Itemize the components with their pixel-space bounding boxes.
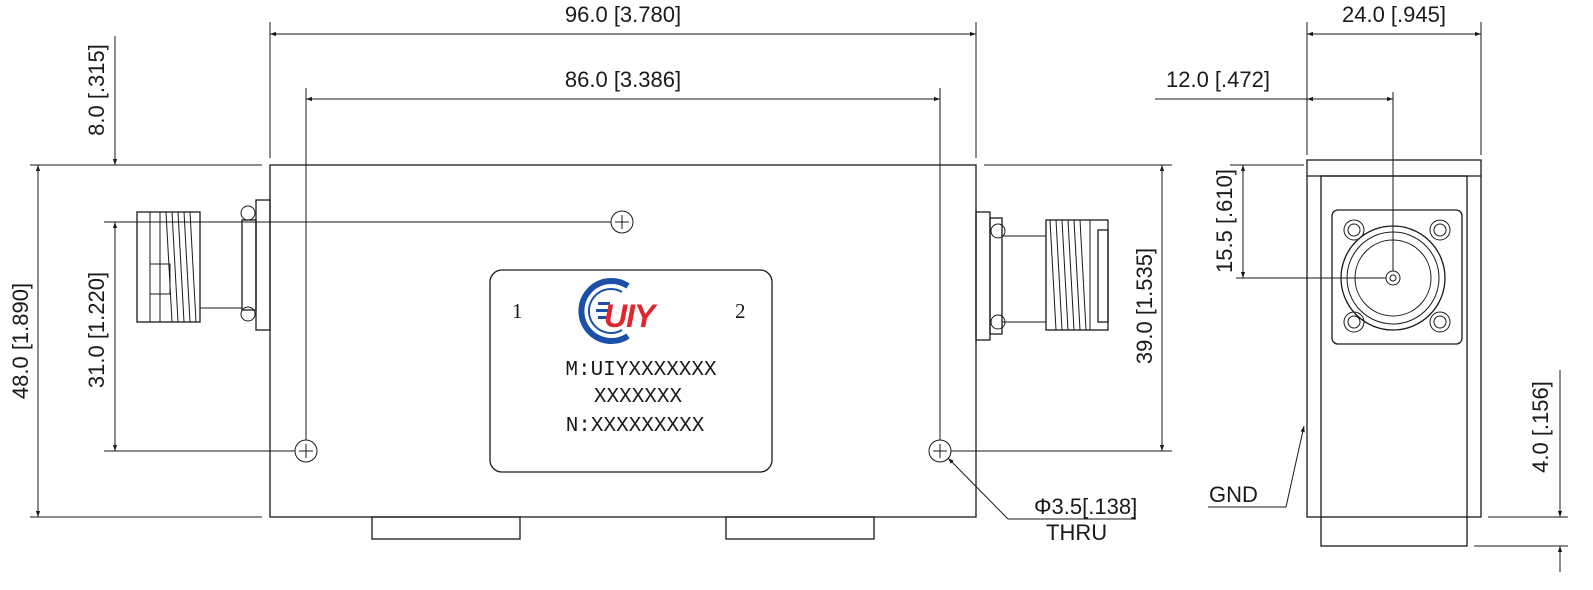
hole-bottom-right (928, 439, 952, 463)
hole-leader (947, 457, 1009, 520)
dim-gnd-height: 4.0 [.156] (1528, 381, 1553, 473)
port-1-label: 1 (512, 299, 523, 323)
side-base (1320, 175, 1468, 547)
port-2-label: 2 (735, 299, 746, 323)
gnd-label: GND (1209, 482, 1258, 507)
model-line: M:UIYXXXXXXX (565, 359, 717, 382)
gnd-leader (1285, 425, 1305, 508)
right-connector (975, 211, 1109, 341)
plate-line-2: XXXXXXX (594, 386, 683, 409)
hole-diameter-callout: Φ3.5[.138] (1034, 494, 1137, 519)
foot-left (371, 516, 521, 540)
dim-side-port-height: 15.5 [.610] (1212, 169, 1237, 273)
dim-port-to-hole: 31.0 [1.220] (84, 272, 109, 388)
side-view: 24.0 [.945] 12.0 [.472] 15.5 [.610] 4.0 … (1155, 2, 1568, 572)
left-connector (136, 199, 271, 331)
side-extension-lines (1230, 22, 1568, 547)
dim-top-offset: 8.0 [.315] (84, 44, 109, 136)
dim-side-width: 24.0 [.945] (1342, 2, 1446, 27)
side-connector (1331, 209, 1463, 345)
dim-overall-length: 96.0 [3.780] (565, 2, 681, 27)
foot-right (725, 516, 875, 540)
extension-lines (30, 22, 1172, 518)
serial-line: N:XXXXXXXXX (566, 415, 705, 438)
logo-text: UIY (604, 298, 658, 334)
body-outline (269, 164, 977, 518)
hole-bottom-left (294, 439, 318, 463)
hole-type-callout: THRU (1046, 520, 1107, 545)
hole-top (610, 210, 634, 234)
side-body (1306, 159, 1482, 518)
dim-side-half-width: 12.0 [.472] (1166, 67, 1270, 92)
front-view: 1 2 UIY M:UIYXXXXXXX XXXXXXX N:XXXXXXXXX (8, 2, 1172, 545)
dim-right-port-span: 39.0 [1.535] (1132, 248, 1157, 364)
dim-hole-spacing: 86.0 [3.386] (565, 67, 681, 92)
uiy-logo: UIY (578, 278, 659, 344)
dim-overall-height: 48.0 [1.890] (8, 283, 33, 399)
label-plate (489, 269, 773, 473)
